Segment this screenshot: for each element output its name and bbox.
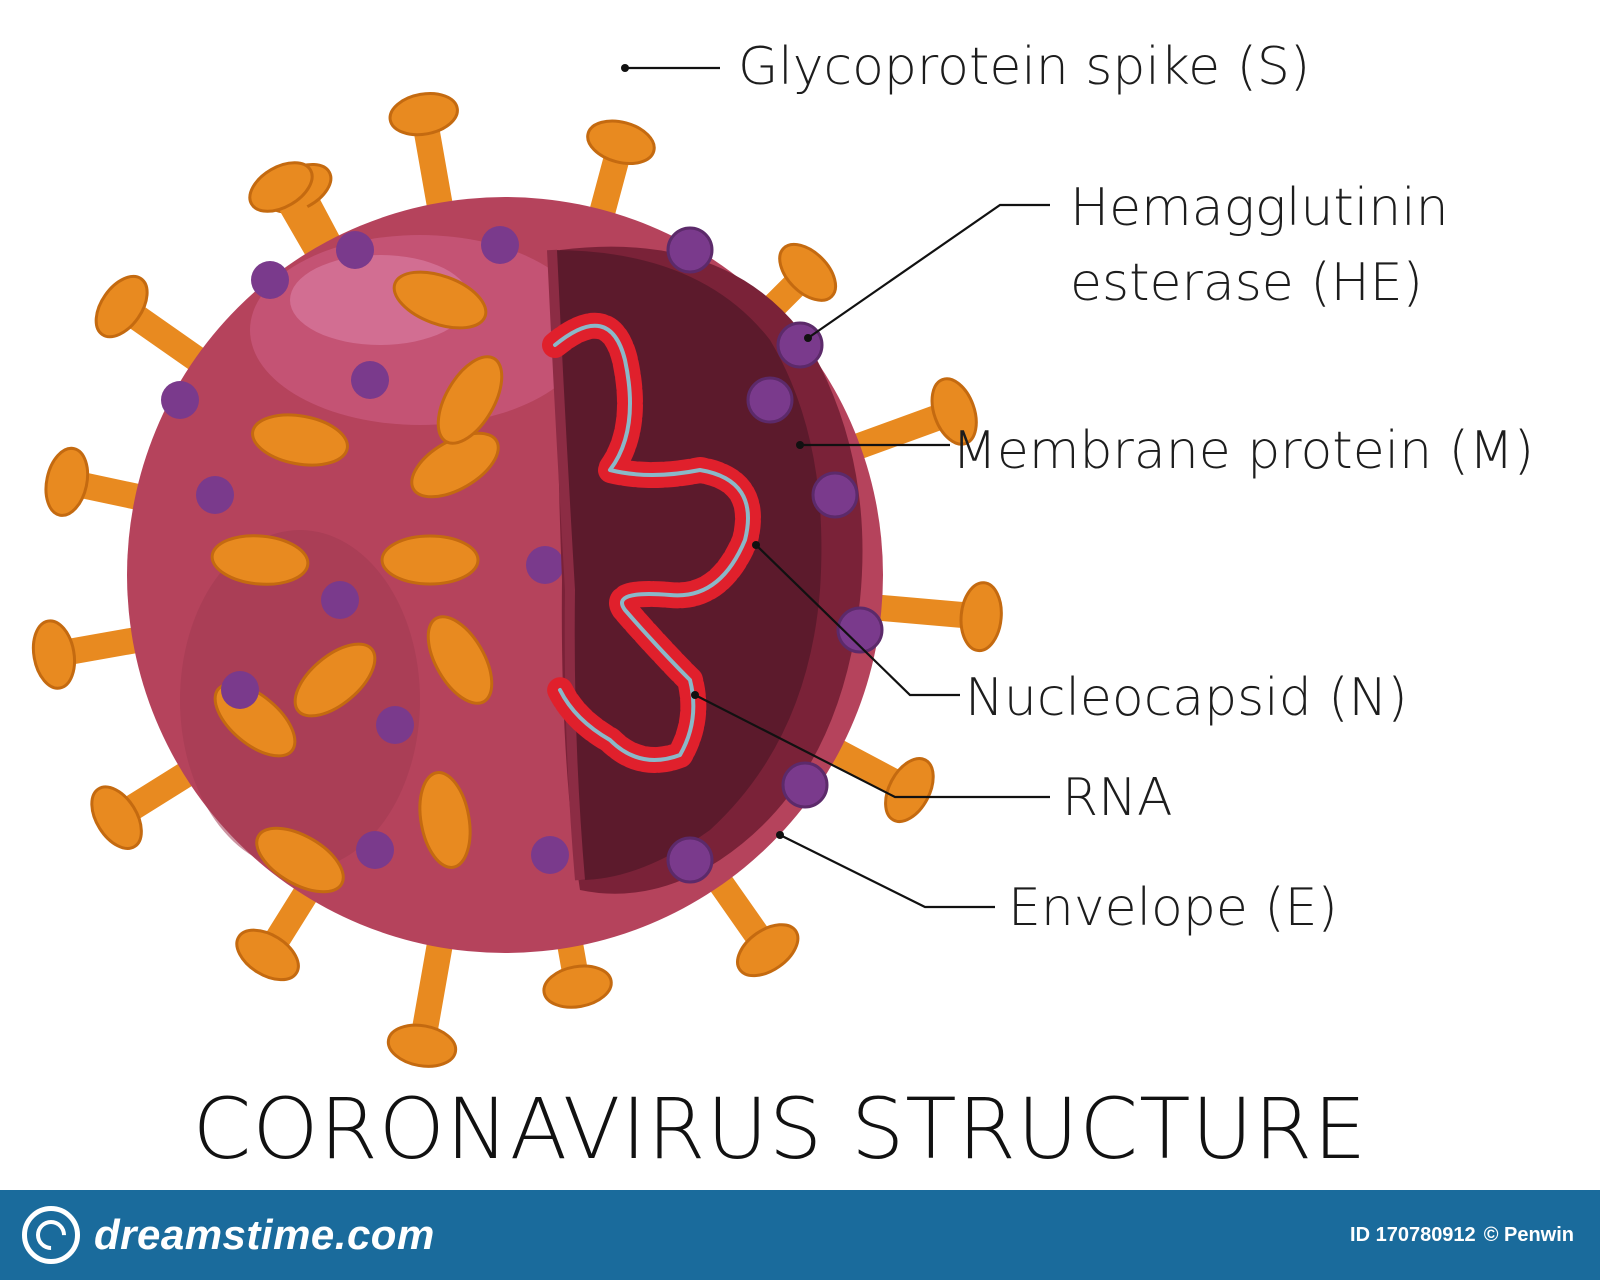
surface-spike	[392, 270, 488, 330]
spike-head	[736, 923, 800, 978]
spike-head	[235, 928, 300, 982]
label-rna: RNA	[1062, 768, 1173, 828]
label-nucleocapsid: Nucleocapsid (N)	[965, 668, 1408, 728]
surface-he-protein	[351, 361, 389, 399]
membrane-proteins	[666, 226, 884, 884]
spike-head	[542, 964, 613, 1009]
leader-lines	[621, 64, 1050, 909]
membrane-protein-blob	[811, 471, 859, 519]
membrane-protein-blob	[666, 226, 714, 274]
spike-head	[94, 274, 149, 339]
surface-spike	[255, 826, 345, 894]
spike-head	[31, 619, 77, 690]
spike-head	[586, 119, 656, 165]
spike-head	[90, 785, 143, 850]
rna-strand	[553, 323, 750, 762]
he-leader	[807, 203, 1050, 339]
brand-logo-icon	[22, 1206, 80, 1264]
diagram-title: CORONAVIRUS STRUCTURE	[193, 1080, 1368, 1178]
spike-head	[959, 581, 1003, 653]
rna-leader	[694, 694, 1050, 799]
surface-he-protein	[321, 581, 359, 619]
surface-spike	[380, 534, 480, 586]
membrane-protein-blob	[666, 836, 714, 884]
brand-area: dreamstime.com	[22, 1206, 435, 1264]
surface-spike	[426, 615, 494, 705]
label-he-line2: esterase (HE)	[1070, 253, 1423, 313]
nucleocapsid-leader	[755, 544, 960, 697]
surface-he-protein	[161, 381, 199, 419]
surface-he-protein	[481, 226, 519, 264]
spike-head	[388, 92, 459, 137]
surface-he-protein	[251, 261, 289, 299]
brand-name: dreamstime.com	[94, 1211, 435, 1258]
label-he-line1: Hemagglutinin	[1070, 178, 1449, 238]
image-credit: ID 170780912 © Penwin	[1350, 1224, 1574, 1247]
surface-he-protein	[356, 831, 394, 869]
membrane-protein-blob	[746, 376, 794, 424]
spike-head	[884, 757, 935, 823]
surface-spike	[251, 413, 349, 467]
brand-logo-swirl	[29, 1213, 73, 1257]
surface-he-protein	[336, 231, 374, 269]
spike-head	[44, 446, 90, 517]
surface-proteins	[161, 226, 569, 894]
membrane-protein-blob	[781, 761, 829, 809]
label-membrane: Membrane protein (M)	[952, 421, 1534, 481]
surface-spike	[293, 642, 377, 718]
surface-spike	[210, 534, 310, 586]
envelope-leader	[779, 834, 995, 909]
surface-he-protein	[531, 836, 569, 874]
surface-spike	[418, 771, 472, 869]
label-envelope: Envelope (E)	[1008, 878, 1338, 938]
surface-spike	[436, 355, 504, 445]
watermark-footer: dreamstime.com ID 170780912 © Penwin	[0, 1190, 1600, 1280]
spike-head	[778, 242, 838, 302]
surface-he-protein	[526, 546, 564, 584]
spike-head	[930, 377, 978, 446]
spike-head	[248, 161, 314, 213]
label-spike: Glycoprotein spike (S)	[738, 37, 1310, 97]
surface-he-protein	[376, 706, 414, 744]
surface-spike	[410, 431, 500, 499]
image-id: ID 170780912	[1350, 1223, 1476, 1246]
nucleocapsid-rna	[542, 312, 761, 773]
image-author: © Penwin	[1483, 1223, 1574, 1246]
spike-head	[386, 1023, 458, 1068]
membrane-protein-blob	[836, 606, 884, 654]
membrane-protein-blob	[776, 321, 824, 369]
surface-he-protein	[196, 476, 234, 514]
surface-he-protein	[221, 671, 259, 709]
